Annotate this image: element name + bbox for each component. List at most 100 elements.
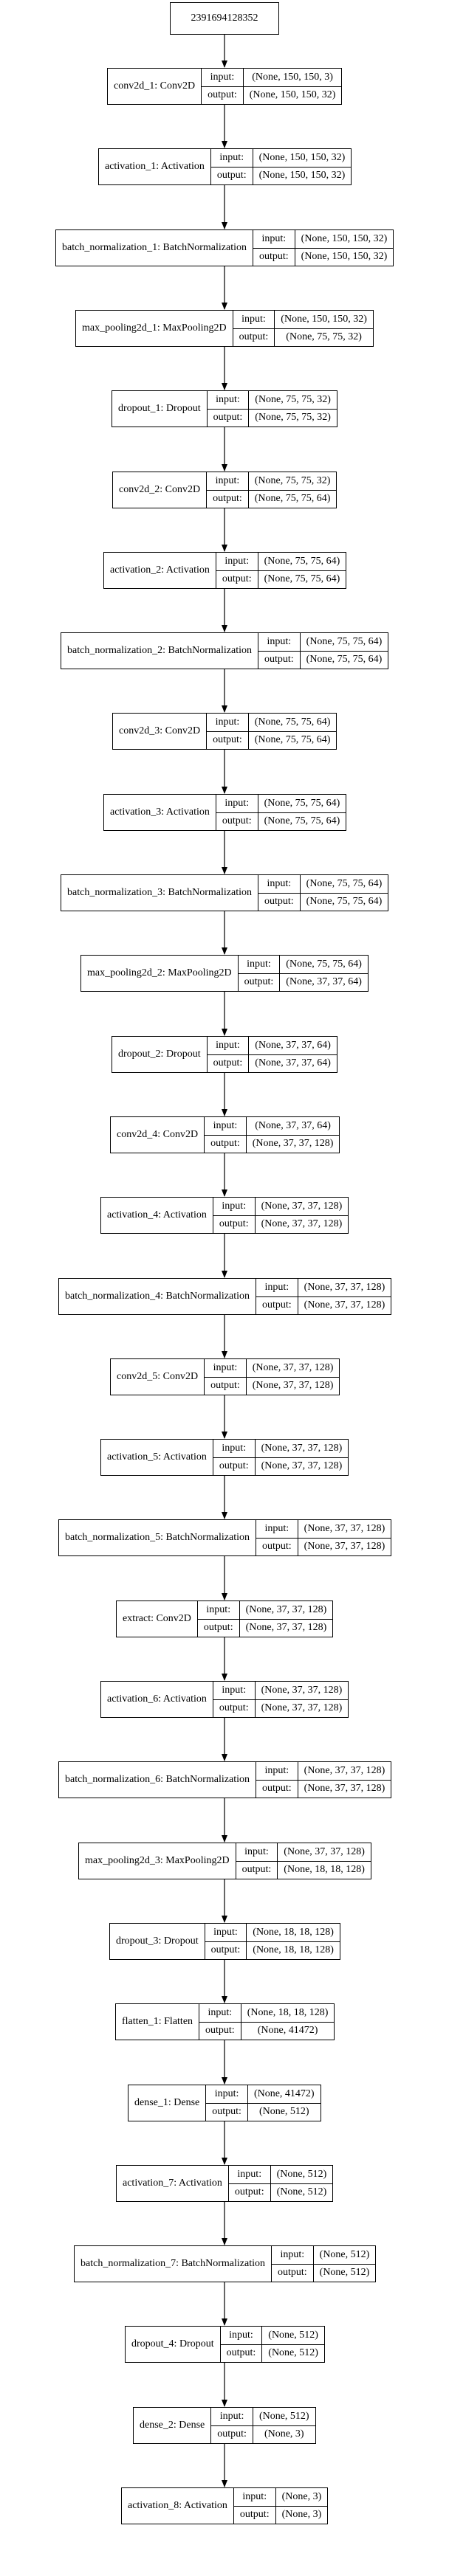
io-labels: input:output: bbox=[205, 1359, 247, 1395]
input-label: input: bbox=[242, 2490, 267, 2502]
io-shapes: (None, 37, 37, 128)(None, 37, 37, 128) bbox=[239, 1601, 333, 1637]
input-label: input: bbox=[213, 1119, 238, 1131]
input-shape: (None, 37, 37, 64) bbox=[255, 1039, 331, 1051]
layer-name: dense_2: Dense bbox=[134, 2408, 212, 2443]
output-shape: (None, 37, 37, 128) bbox=[298, 1537, 391, 1556]
layer-name: dropout_1: Dropout bbox=[112, 391, 208, 427]
output-label: output: bbox=[202, 86, 243, 105]
output-label: output: bbox=[197, 1618, 239, 1637]
root-node: 2391694128352 bbox=[170, 2, 279, 35]
io-labels: input:output: bbox=[256, 1762, 298, 1798]
layer-node: batch_normalization_5: BatchNormalizatio… bbox=[58, 1519, 392, 1556]
layer-node: batch_normalization_3: BatchNormalizatio… bbox=[61, 874, 389, 911]
io-shapes: (None, 37, 37, 128)(None, 37, 37, 128) bbox=[255, 1440, 349, 1476]
io-labels: input: output: bbox=[258, 633, 301, 669]
input-shape: (None, 512) bbox=[268, 2329, 318, 2341]
io-labels: input: output: bbox=[207, 714, 249, 749]
output-shape: (None, 37, 37, 64) bbox=[280, 973, 368, 992]
io-labels: input:output: bbox=[206, 2085, 248, 2121]
output-label: output: bbox=[205, 1941, 247, 1960]
output-label: output: bbox=[256, 1779, 298, 1798]
layer-name: batch_normalization_7: BatchNormalizatio… bbox=[75, 2246, 272, 2282]
io-labels: input:output: bbox=[216, 553, 258, 588]
output-label: output: bbox=[207, 408, 249, 427]
io-shapes: (None, 75, 75, 32)(None, 75, 75, 32) bbox=[249, 391, 337, 427]
output-label: output: bbox=[205, 1376, 246, 1395]
io-shapes: (None, 37, 37, 128)(None, 37, 37, 128) bbox=[298, 1762, 391, 1798]
io-labels: input:output: bbox=[228, 2166, 271, 2201]
input-label: input: bbox=[215, 716, 240, 728]
output-label: output: bbox=[211, 2425, 253, 2444]
input-shape: (None, 37, 37, 128) bbox=[252, 1361, 334, 1373]
output-shape: (None, 37, 37, 128) bbox=[255, 1457, 349, 1476]
io-labels: input:output: bbox=[233, 311, 275, 346]
layer-node: batch_normalization_4: BatchNormalizatio… bbox=[58, 1278, 392, 1315]
layer-name: max_pooling2d_3: MaxPooling2D bbox=[79, 1843, 236, 1879]
io-labels: input:output: bbox=[256, 1279, 298, 1314]
output-label: output: bbox=[207, 1054, 249, 1073]
input-shape: (None, 3) bbox=[281, 2490, 322, 2502]
output-label: output: bbox=[258, 650, 300, 669]
input-label: input: bbox=[206, 1603, 231, 1615]
io-shapes: (None, 75, 75, 64) (None, 75, 75, 64) bbox=[248, 714, 337, 750]
input-shape: (None, 18, 18, 128) bbox=[253, 1926, 334, 1938]
io-labels: input:output: bbox=[205, 1117, 247, 1153]
input-label: input: bbox=[215, 474, 240, 486]
input-shape: (None, 37, 37, 128) bbox=[245, 1603, 327, 1615]
io-shapes: (None, 18, 18, 128)(None, 18, 18, 128) bbox=[247, 1924, 340, 1959]
input-label: input: bbox=[237, 2168, 262, 2180]
io-shapes: (None, 41472)(None, 512) bbox=[247, 2085, 321, 2121]
input-label: input: bbox=[216, 1039, 240, 1051]
input-shape: (None, 37, 37, 128) bbox=[261, 1684, 343, 1696]
io-labels: input:output: bbox=[238, 956, 281, 991]
layer-node: batch_normalization_1: BatchNormalizatio… bbox=[55, 229, 394, 266]
output-label: output: bbox=[206, 2102, 247, 2121]
input-label: input: bbox=[267, 877, 292, 889]
io-labels: input:output: bbox=[236, 1843, 278, 1879]
output-label: output: bbox=[256, 1296, 298, 1315]
output-label: output: bbox=[253, 247, 295, 266]
input-shape: (None, 512) bbox=[319, 2248, 370, 2260]
output-label: output: bbox=[207, 731, 248, 750]
input-label: input: bbox=[208, 2006, 233, 2018]
output-shape: (None, 75, 75, 64) bbox=[248, 731, 337, 750]
output-shape: (None, 3) bbox=[275, 2505, 328, 2524]
layer-name: conv2d_1: Conv2D bbox=[108, 69, 202, 104]
input-shape: (None, 75, 75, 64) bbox=[254, 716, 331, 728]
input-label: input: bbox=[280, 2248, 305, 2260]
output-shape: (None, 37, 37, 128) bbox=[298, 1296, 391, 1315]
output-shape: (None, 512) bbox=[262, 2344, 324, 2363]
layer-name: conv2d_4: Conv2D bbox=[111, 1117, 205, 1153]
output-shape: (None, 37, 37, 128) bbox=[255, 1215, 349, 1234]
io-shapes: (None, 150, 150, 32)(None, 150, 150, 32) bbox=[295, 230, 394, 266]
io-labels: input: output: bbox=[207, 472, 249, 508]
output-shape: (None, 75, 75, 64) bbox=[300, 650, 388, 669]
io-labels: input: output: bbox=[207, 1037, 250, 1073]
io-labels: input:output: bbox=[207, 391, 250, 427]
layer-name: activation_7: Activation bbox=[117, 2166, 229, 2201]
input-shape: (None, 37, 37, 64) bbox=[255, 1119, 331, 1131]
output-label: output: bbox=[207, 489, 248, 508]
output-shape: (None, 512) bbox=[247, 2102, 321, 2121]
output-shape: (None, 37, 37, 128) bbox=[246, 1376, 340, 1395]
io-shapes: (None, 75, 75, 64)(None, 75, 75, 64) bbox=[258, 795, 346, 830]
layer-name: dense_1: Dense bbox=[128, 2085, 207, 2121]
io-shapes: (None, 37, 37, 128)(None, 37, 37, 128) bbox=[298, 1279, 391, 1314]
input-label: input: bbox=[267, 635, 292, 647]
layer-name: activation_4: Activation bbox=[101, 1198, 213, 1233]
input-label: input: bbox=[229, 2329, 253, 2341]
output-shape: (None, 37, 37, 128) bbox=[246, 1134, 340, 1153]
input-label: input: bbox=[219, 2410, 244, 2422]
